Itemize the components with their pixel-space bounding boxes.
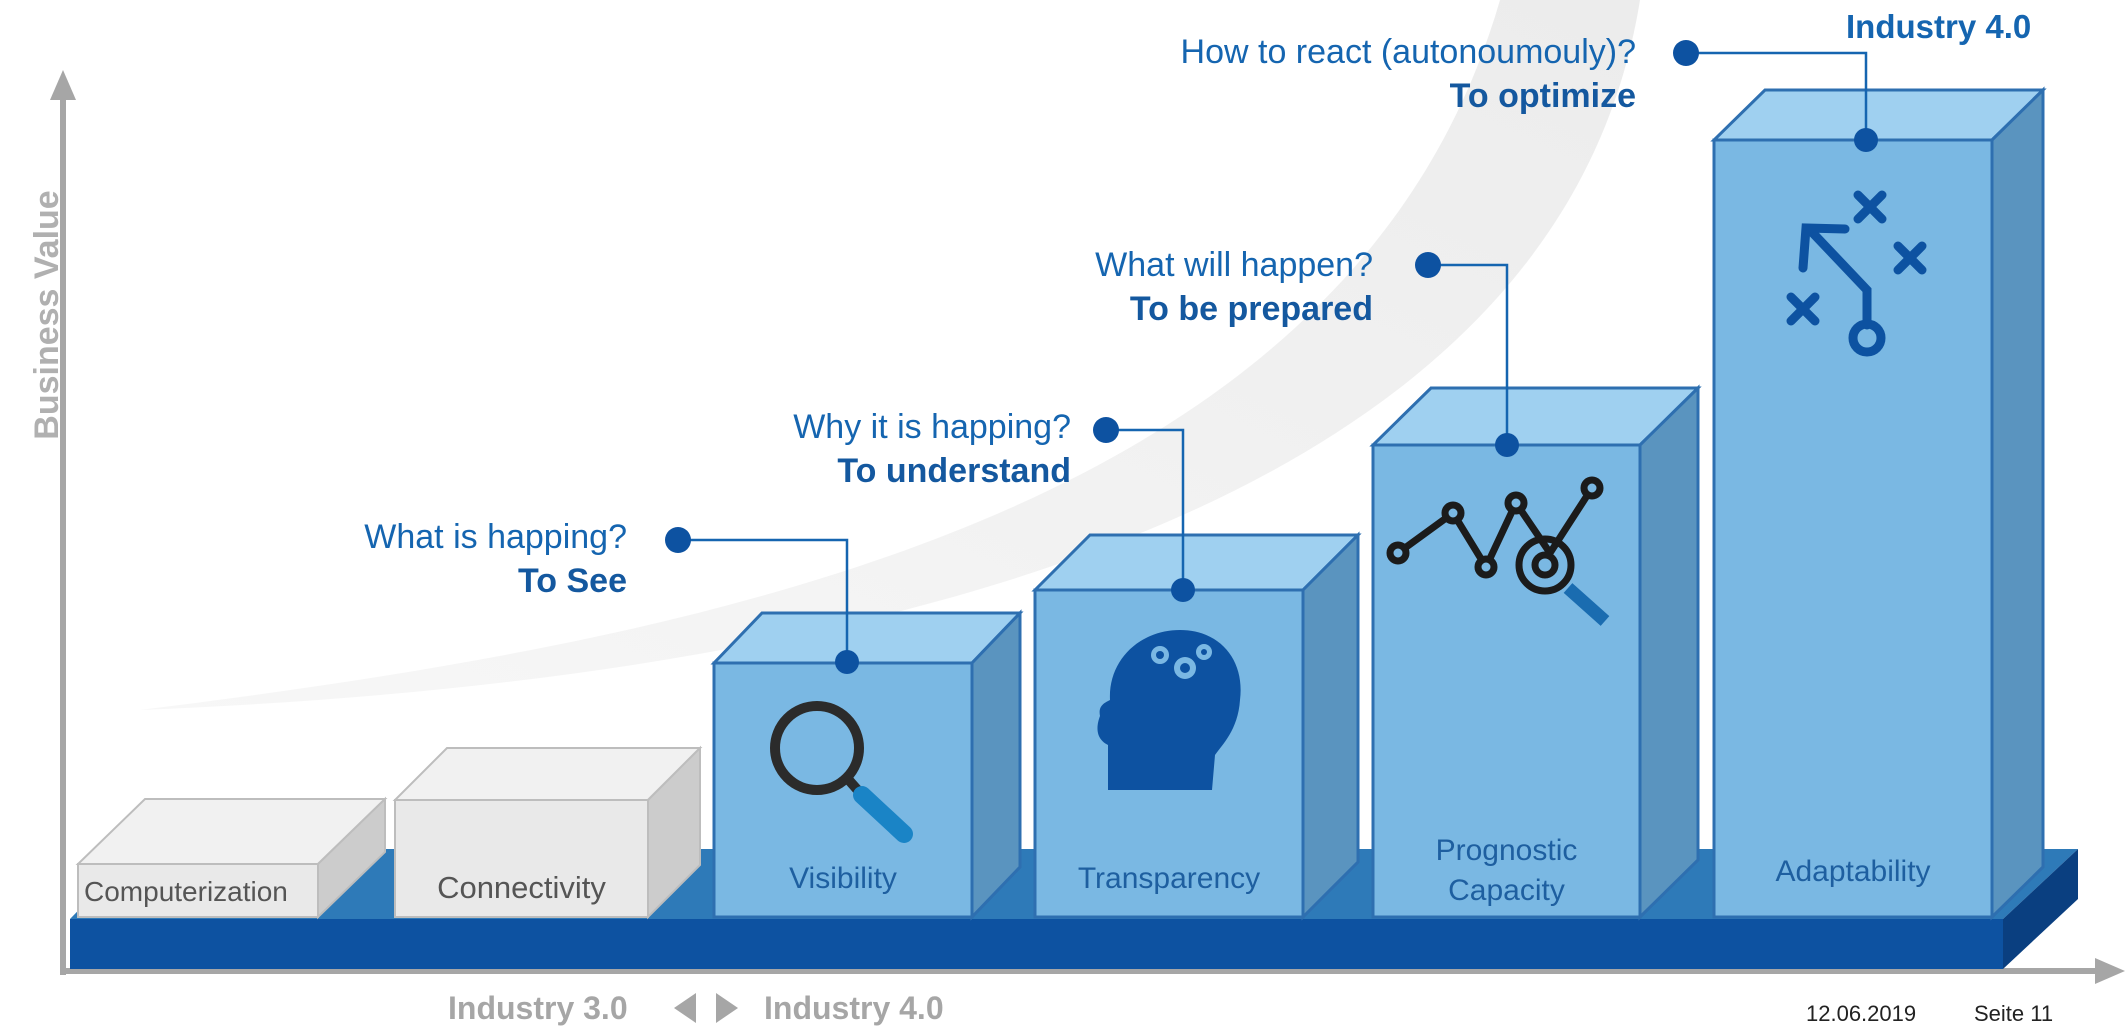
stage-label-connectivity: Connectivity	[437, 870, 606, 905]
stage-label-prognostic-line2: Capacity	[1448, 874, 1565, 907]
chart-analysis-icon	[1386, 476, 1610, 626]
y-axis-line	[60, 95, 66, 975]
callout-answer-prognostic: To be prepared	[1129, 290, 1373, 328]
x-axis-arrow	[2095, 958, 2125, 984]
corner-title: Industry 4.0	[1846, 8, 2032, 45]
brain-gears-icon	[1097, 630, 1241, 790]
stage-label-prognostic-line1: Prognostic	[1435, 834, 1578, 867]
block-visibility	[710, 609, 1024, 921]
footer-date: 12.06.2019	[1806, 1001, 1917, 1026]
era-arrows	[674, 993, 738, 1023]
callout-answer-adaptability: To optimize	[1449, 77, 1636, 115]
callout-answer-visibility: To See	[518, 562, 627, 600]
callout-dots	[665, 40, 1878, 674]
magnifier-icon	[770, 701, 913, 843]
footer-page: Seite 11	[1974, 1001, 2054, 1026]
axes	[50, 70, 2125, 984]
x-axis-label-industry-3: Industry 3.0	[448, 990, 628, 1026]
x-axis-label-industry-4: Industry 4.0	[764, 990, 944, 1026]
y-axis-arrow	[50, 70, 76, 100]
callout-question-adaptability: How to react (autonoumouly)?	[1180, 33, 1636, 71]
stage-label-adaptability: Adaptability	[1775, 855, 1931, 888]
y-axis-label: Business Value	[28, 190, 66, 440]
block-computerization	[75, 796, 388, 920]
callout-answer-transparency: To understand	[837, 452, 1071, 490]
callout-question-prognostic: What will happen?	[1095, 246, 1373, 284]
strategy-play-icon	[1786, 190, 1927, 357]
stage-label-visibility: Visibility	[789, 862, 897, 895]
arrow-right-icon	[716, 993, 738, 1023]
stage-label-computerization: Computerization	[84, 876, 288, 907]
block-transparency	[1031, 531, 1362, 921]
arrow-left-icon	[674, 993, 696, 1023]
x-axis-line	[60, 968, 2100, 974]
stage-label-transparency: Transparency	[1077, 862, 1261, 895]
callout-question-visibility: What is happing?	[364, 518, 627, 556]
callout-connectors	[678, 51, 1868, 662]
callout-question-transparency: Why it is happing?	[793, 408, 1071, 446]
background-swoosh	[140, 0, 1640, 710]
block-connectivity	[392, 745, 703, 920]
